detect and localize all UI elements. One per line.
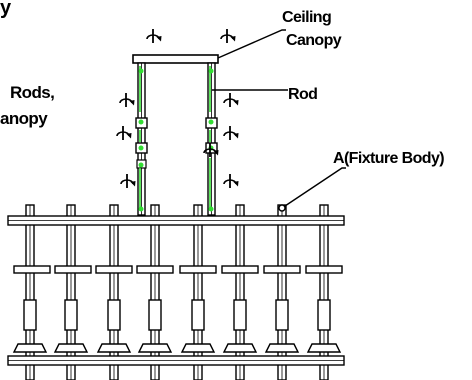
left-rod (135, 62, 148, 216)
corner-fragment: y (0, 0, 12, 19)
fixture-body-label: A(Fixture Body) (333, 150, 444, 167)
ceiling-canopy (132, 54, 219, 64)
leader-lines (212, 29, 346, 212)
canopy-label-fragment: anopy (0, 109, 48, 128)
rod-label: Rod (288, 86, 317, 103)
fixture-body (7, 204, 345, 380)
ceiling-canopy-label-line2: Canopy (286, 32, 342, 49)
ceiling-canopy-label-line1: Ceiling (282, 9, 331, 26)
rotation-arrow-icon (116, 28, 240, 189)
right-rod (205, 62, 218, 216)
rods-label-fragment: Rods, (10, 83, 54, 102)
